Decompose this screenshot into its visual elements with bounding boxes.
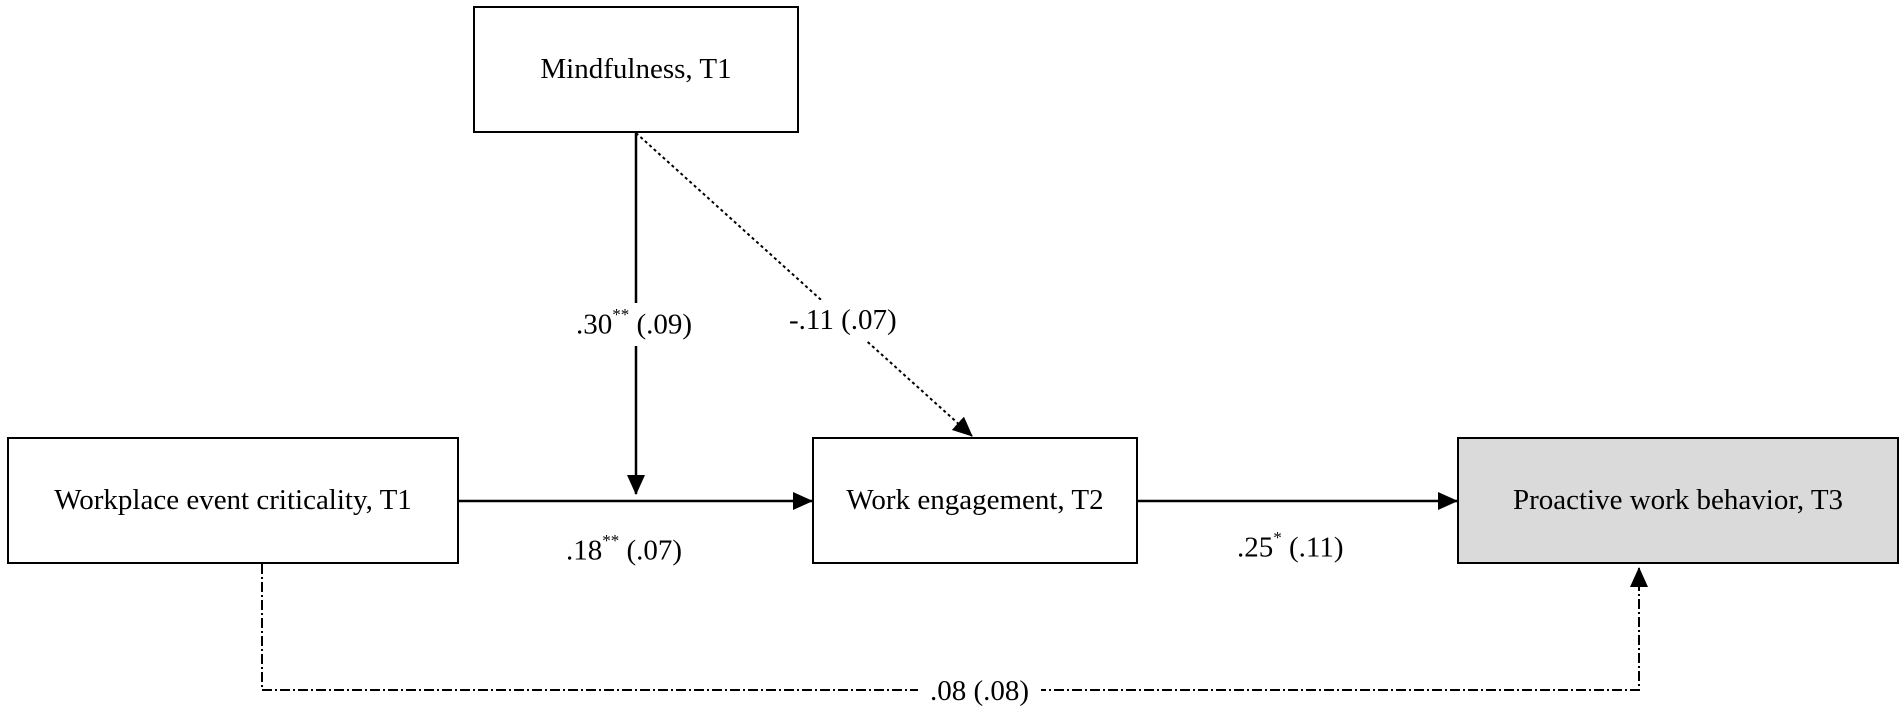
- node-proactive-label: Proactive work behavior, T3: [1512, 484, 1844, 516]
- coef-criticality-proactive-se: (.08): [973, 675, 1030, 707]
- coef-moderation-main-value: .30: [576, 308, 613, 341]
- coef-engagement-proactive: .25* (.11): [1233, 528, 1348, 565]
- node-mindfulness-label: Mindfulness, T1: [540, 53, 732, 85]
- node-mindfulness: Mindfulness, T1: [473, 6, 799, 133]
- coef-criticality-engagement-se: (.07): [626, 534, 683, 567]
- node-engagement-label: Work engagement, T2: [846, 484, 1104, 516]
- coef-engagement-proactive-se: (.11): [1289, 531, 1344, 564]
- coef-moderation-main-sig: **: [612, 305, 630, 324]
- node-proactive-work-behavior: Proactive work behavior, T3: [1457, 437, 1899, 564]
- coef-moderation-engagement-value: -.11: [789, 304, 834, 336]
- node-workplace-event-criticality: Workplace event criticality, T1: [7, 437, 459, 564]
- coef-criticality-engagement-sig: **: [602, 531, 620, 550]
- coef-engagement-proactive-sig: *: [1273, 528, 1282, 547]
- node-work-engagement: Work engagement, T2: [812, 437, 1138, 564]
- coef-moderation-engagement: -.11 (.07): [785, 300, 901, 341]
- coef-criticality-proactive-value: .08: [930, 675, 967, 707]
- node-criticality-label: Workplace event criticality, T1: [54, 484, 412, 516]
- coef-criticality-engagement: .18** (.07): [562, 531, 687, 568]
- coef-moderation-engagement-se: (.07): [841, 304, 897, 336]
- coef-criticality-proactive: .08 (.08): [918, 675, 1042, 708]
- coef-moderation-main: .30** (.09): [572, 303, 697, 346]
- coef-engagement-proactive-value: .25: [1237, 531, 1274, 564]
- arrow-criticality-proactive: [261, 564, 1648, 691]
- coef-criticality-engagement-value: .18: [566, 534, 603, 567]
- coef-moderation-main-se: (.09): [636, 308, 693, 341]
- arrow-mindfulness-engagement: [635, 132, 973, 437]
